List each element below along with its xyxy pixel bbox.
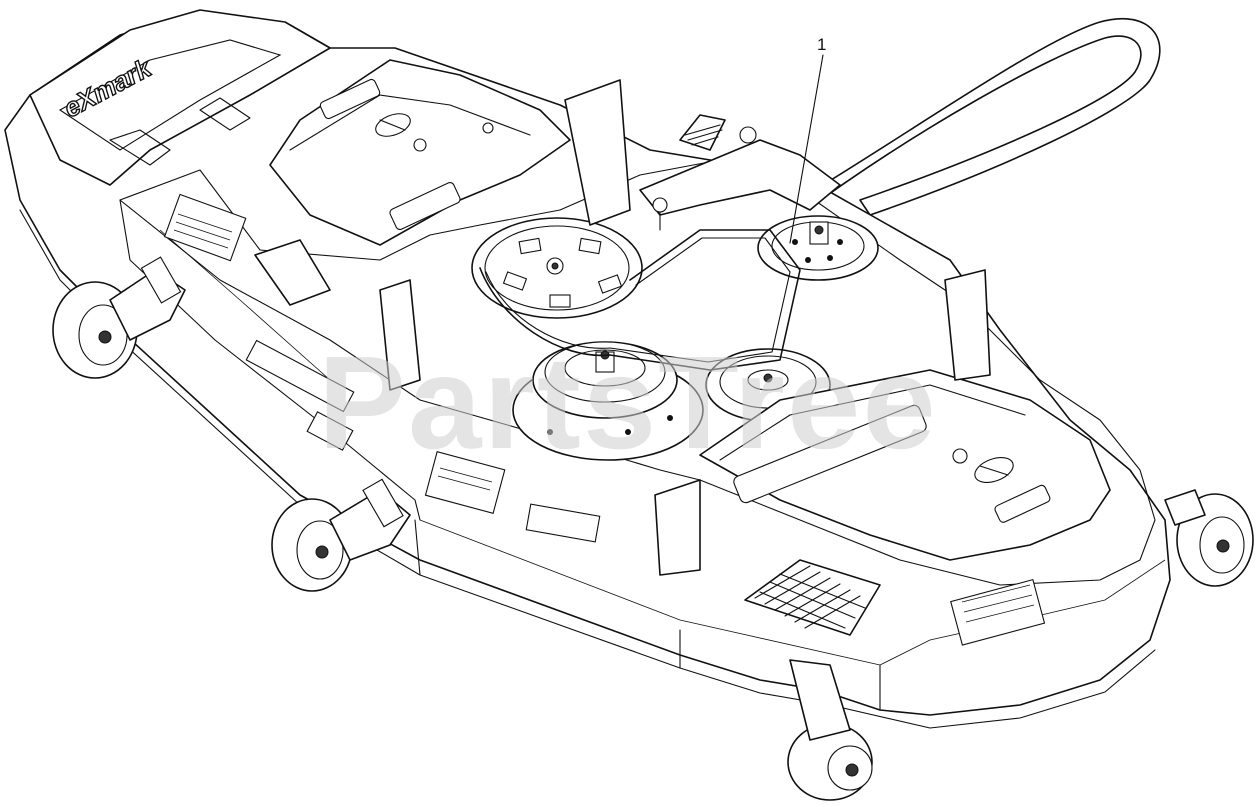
idler-pulley-right xyxy=(757,215,879,281)
center-blade-pulley xyxy=(512,341,704,461)
discharge-grille xyxy=(744,559,881,636)
blade-belt xyxy=(479,229,801,371)
left-spindle-cover xyxy=(269,59,571,246)
callout-1: 1 xyxy=(789,35,826,244)
caster-wheel-rear-right xyxy=(1164,489,1254,587)
left-blade-pulley xyxy=(471,217,643,319)
callout-1-label: 1 xyxy=(817,35,826,54)
tensioner-assembly xyxy=(639,114,841,231)
warning-decals xyxy=(163,193,1046,646)
watermark: PartsTree xyxy=(318,329,938,476)
right-spindle-cover xyxy=(699,369,1111,561)
deck-brackets xyxy=(254,79,991,576)
caster-wheel-rear-left xyxy=(52,256,186,379)
caster-wheel-front-right xyxy=(787,659,873,801)
caster-wheel-front-left xyxy=(271,478,411,592)
drive-belt xyxy=(789,17,1161,216)
